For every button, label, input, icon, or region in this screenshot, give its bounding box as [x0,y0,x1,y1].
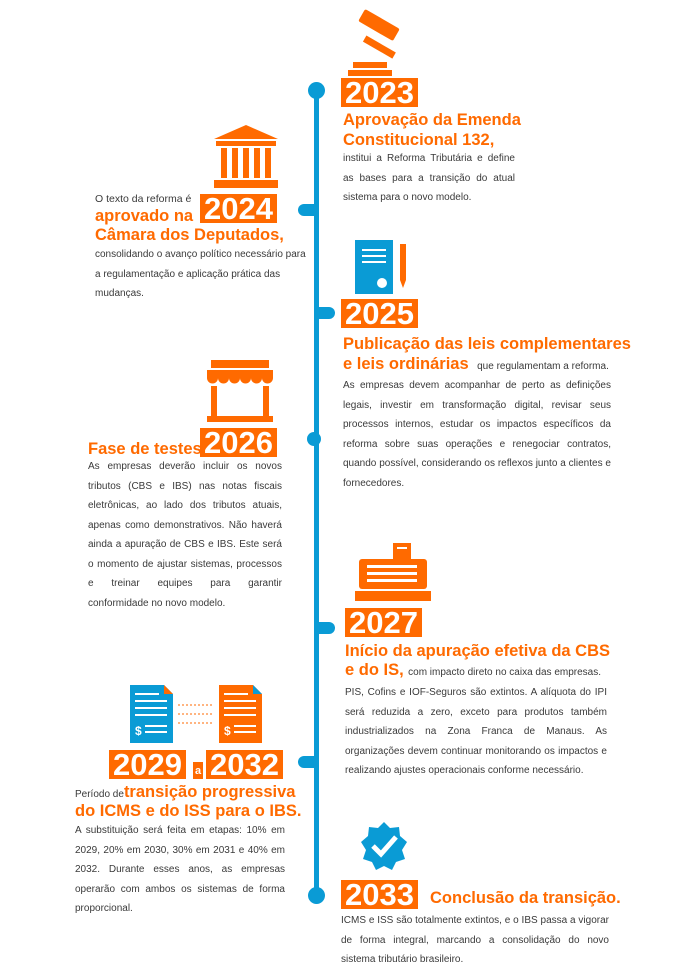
timeline-start-dot [308,82,325,99]
event-body-2033: ICMS e ISS são totalmente extintos, e o … [341,915,609,965]
svg-text:$: $ [135,724,142,738]
event-body-2029: A substituição será feita em etapas: 10%… [75,825,285,914]
event-title-2029-line1-row: Período detransição progressiva [75,782,295,802]
event-title-2025-line2-row: e leis ordinárias que regulamentam a ref… [343,354,609,374]
cash-register-icon [355,543,431,601]
event-title-2027-line1: Início da apuração efetiva da CBS [345,642,610,660]
timeline-branch-2027 [317,622,335,634]
year-range-connector: a [193,762,203,779]
gavel-icon [348,9,400,76]
event-title-2033: Conclusão da transição. [430,889,621,907]
event-lead-2029: Período de [75,789,124,800]
event-lead-2024: O texto da reforma é [95,193,192,205]
event-title-2026: Fase de testes [88,440,202,458]
year-badge-2027: 2027 [345,607,422,638]
svg-text:$: $ [224,724,231,738]
timeline-branch-2025 [317,307,335,319]
year-badge-2026: 2026 [200,427,277,458]
event-body-2026: As empresas deverão incluir os novos tri… [88,461,282,609]
year-badge-2024: 2024 [200,193,277,224]
event-body-2023: institui a Reforma Tributária e define a… [343,153,515,203]
verified-badge-icon [361,822,407,870]
year-badge-2033: 2033 [341,879,418,910]
timeline-end-dot [308,887,325,904]
year-badge-2029: 2029 [109,749,186,780]
event-body-2027: PIS, Cofins e IOF-Seguros são extintos. … [345,687,607,776]
event-title-2027-line2: e do IS, [345,661,404,679]
event-title-2025-tail: que regulamentam a reforma. [477,361,609,372]
year-badge-2023: 2023 [341,77,418,108]
event-title-2025-line2: e leis ordinárias [343,355,469,373]
event-body-2024: consolidando o avanço político necessári… [95,249,306,299]
timeline-branch-2024 [298,204,316,216]
event-title-2025-line1: Publicação das leis complementares [343,335,631,353]
document-pen-icon [355,240,406,294]
event-title-2024-line2: Câmara dos Deputados, [95,226,284,244]
invoice-transfer-icon: $ $ [130,685,262,743]
timeline-branch-2029 [298,756,316,768]
event-title-2029-line2: do ICMS e do ISS para o IBS. [75,802,302,820]
year-badge-2025: 2025 [341,298,418,329]
government-building-icon [214,125,278,188]
event-title-2027-tail: com impacto direto no caixa das empresas… [408,667,602,678]
timeline-branch-2026 [307,432,321,446]
timeline-line [314,90,319,895]
event-title-2024-line1: aprovado na [95,207,194,225]
storefront-icon [207,360,273,422]
event-title-2027-line2-row: e do IS, com impacto direto no caixa das… [345,660,601,680]
event-title-2023: Aprovação da Emenda Constitucional 132, [343,111,521,149]
event-title-2029-line1: transição progressiva [123,783,296,801]
event-body-2025: As empresas devem acompanhar de perto as… [343,380,611,489]
year-badge-2032: 2032 [206,749,283,780]
